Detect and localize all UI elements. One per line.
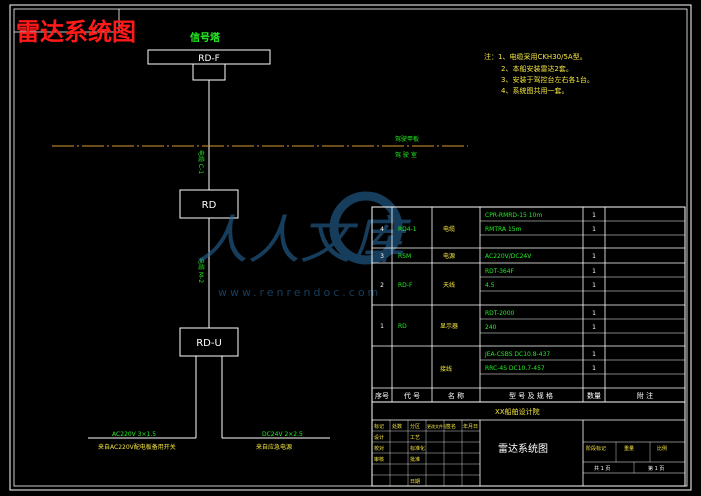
bom-header-code: 代 号	[404, 391, 420, 400]
tb-role: 年月日	[463, 423, 478, 430]
bom-name: 接线	[440, 365, 452, 373]
bom-spec: 4.5	[485, 282, 495, 289]
bom-no: 4	[380, 226, 384, 233]
box-rd-u	[179, 327, 239, 357]
corner-tab	[14, 9, 120, 33]
bom-name: 电源	[443, 252, 455, 260]
bom-spec: RDT-2000	[485, 310, 515, 317]
bom-spec: RMTRA 15m	[485, 226, 522, 233]
tb-role: 标记	[374, 423, 384, 430]
bom-header-spec: 型 号 及 规 格	[509, 391, 553, 400]
box-rd-u-label: RD-U	[196, 338, 222, 349]
deck-label-1: 驾驶甲板	[395, 135, 419, 143]
bom-spec: AC220V/DC24V	[485, 253, 532, 260]
tb-role: 处数	[392, 423, 402, 430]
tb-subtitle: XX船舶设计院	[495, 407, 540, 416]
bom-qty: 1	[592, 268, 596, 275]
tb-stage-label: 阶段标记	[586, 445, 606, 452]
title-block-frame	[371, 401, 686, 487]
tb-sheet-no: 第 1 页	[648, 465, 664, 472]
tb-role: 分区	[410, 423, 420, 430]
bom-qty: 1	[592, 253, 596, 260]
note-3: 3、安装于驾控台左右各1台。	[501, 75, 594, 84]
tb-role: 批准	[410, 456, 420, 463]
bottom-left-desc: 来自AC220V配电板备用开关	[98, 443, 176, 451]
bottom-right-desc: 来自应急电源	[256, 443, 292, 451]
bom-code: RD	[398, 323, 407, 330]
bottom-right-spec: DC24V 2×2.5	[262, 431, 303, 438]
bom-no: 2	[380, 282, 384, 289]
box-rd-label: RD	[202, 200, 217, 211]
deck-label-2: 驾 驶 室	[395, 151, 417, 159]
bom-name: 电缆	[443, 225, 455, 233]
tb-weight: 重量	[624, 445, 634, 452]
inner-frame	[13, 8, 688, 487]
note-1: 注：1、电缆采用CKH30/5A型。	[484, 52, 587, 61]
tb-role: 设计	[374, 434, 384, 441]
watermark: 人人文库 www.renrendoc.com	[196, 191, 412, 299]
bom-code: RD4-1	[398, 226, 417, 233]
note-2: 2、本船安装雷达2套。	[501, 64, 573, 73]
bom-spec: CPR-RMRD-15 10m	[485, 212, 542, 219]
bom-name: 天线	[443, 281, 455, 289]
bom-qty: 1	[592, 324, 596, 331]
bom-spec: RRC-4S DC10.7-457	[485, 365, 545, 372]
box-rd-f-label: RD-F	[198, 54, 220, 64]
tb-scale: 比例	[657, 445, 667, 452]
cable-label-2: 电缆 M-2	[197, 258, 205, 283]
bom-header-name: 名 称	[448, 391, 464, 400]
tb-role: 更改文件号	[427, 423, 447, 429]
watermark-text: 人人文库	[196, 211, 412, 271]
title-red: 雷达系统图	[16, 18, 136, 46]
tb-role: 日期	[410, 479, 420, 485]
bom-qty: 1	[592, 226, 596, 233]
bom-header-no: 序号	[375, 391, 389, 400]
bom-no: 1	[380, 323, 384, 330]
bom-spec: JEA-CSBS DC10.8-437	[484, 351, 550, 358]
bottom-left-spec: AC220V 3×1.5	[112, 431, 156, 438]
bom-qty: 1	[592, 282, 596, 289]
tb-role: 审核	[374, 456, 384, 463]
bom-header-qty: 数量	[587, 391, 601, 400]
bom-name: 显示器	[440, 323, 458, 330]
tb-role: 签名	[446, 423, 456, 430]
box-rd	[179, 189, 239, 219]
tb-role: 标准化	[410, 445, 425, 452]
bom-qty: 1	[592, 212, 596, 219]
tb-sheets: 共 1 页	[594, 465, 610, 472]
bom-qty: 1	[592, 351, 596, 358]
bom-spec: RDT-364F	[485, 268, 515, 275]
bom-qty: 1	[592, 365, 596, 372]
watermark-url: www.renrendoc.com	[218, 286, 381, 299]
tb-drawing-title: 雷达系统图	[498, 442, 548, 455]
bom-code: RD-F	[398, 282, 413, 289]
cable-label-1: 电缆 C-1	[197, 150, 205, 174]
bom-spec: 240	[485, 324, 497, 331]
tb-role: 工艺	[410, 435, 420, 441]
signal-tower-label: 信号塔	[190, 31, 221, 44]
tb-role: 校对	[374, 445, 384, 452]
watermark-logo-icon	[329, 191, 403, 265]
bom-qty: 1	[592, 310, 596, 317]
bom-code: RSM	[398, 253, 411, 260]
note-4: 4、系统图共用一套。	[501, 86, 568, 95]
title-block: XX船舶设计院 标记 处数 分区 更改文件号 签名 年月日 设计 校对 审核 工…	[371, 401, 686, 487]
bom-no: 3	[380, 253, 384, 260]
outer-frame	[9, 4, 692, 491]
bom-header-remark: 附 注	[637, 391, 653, 400]
